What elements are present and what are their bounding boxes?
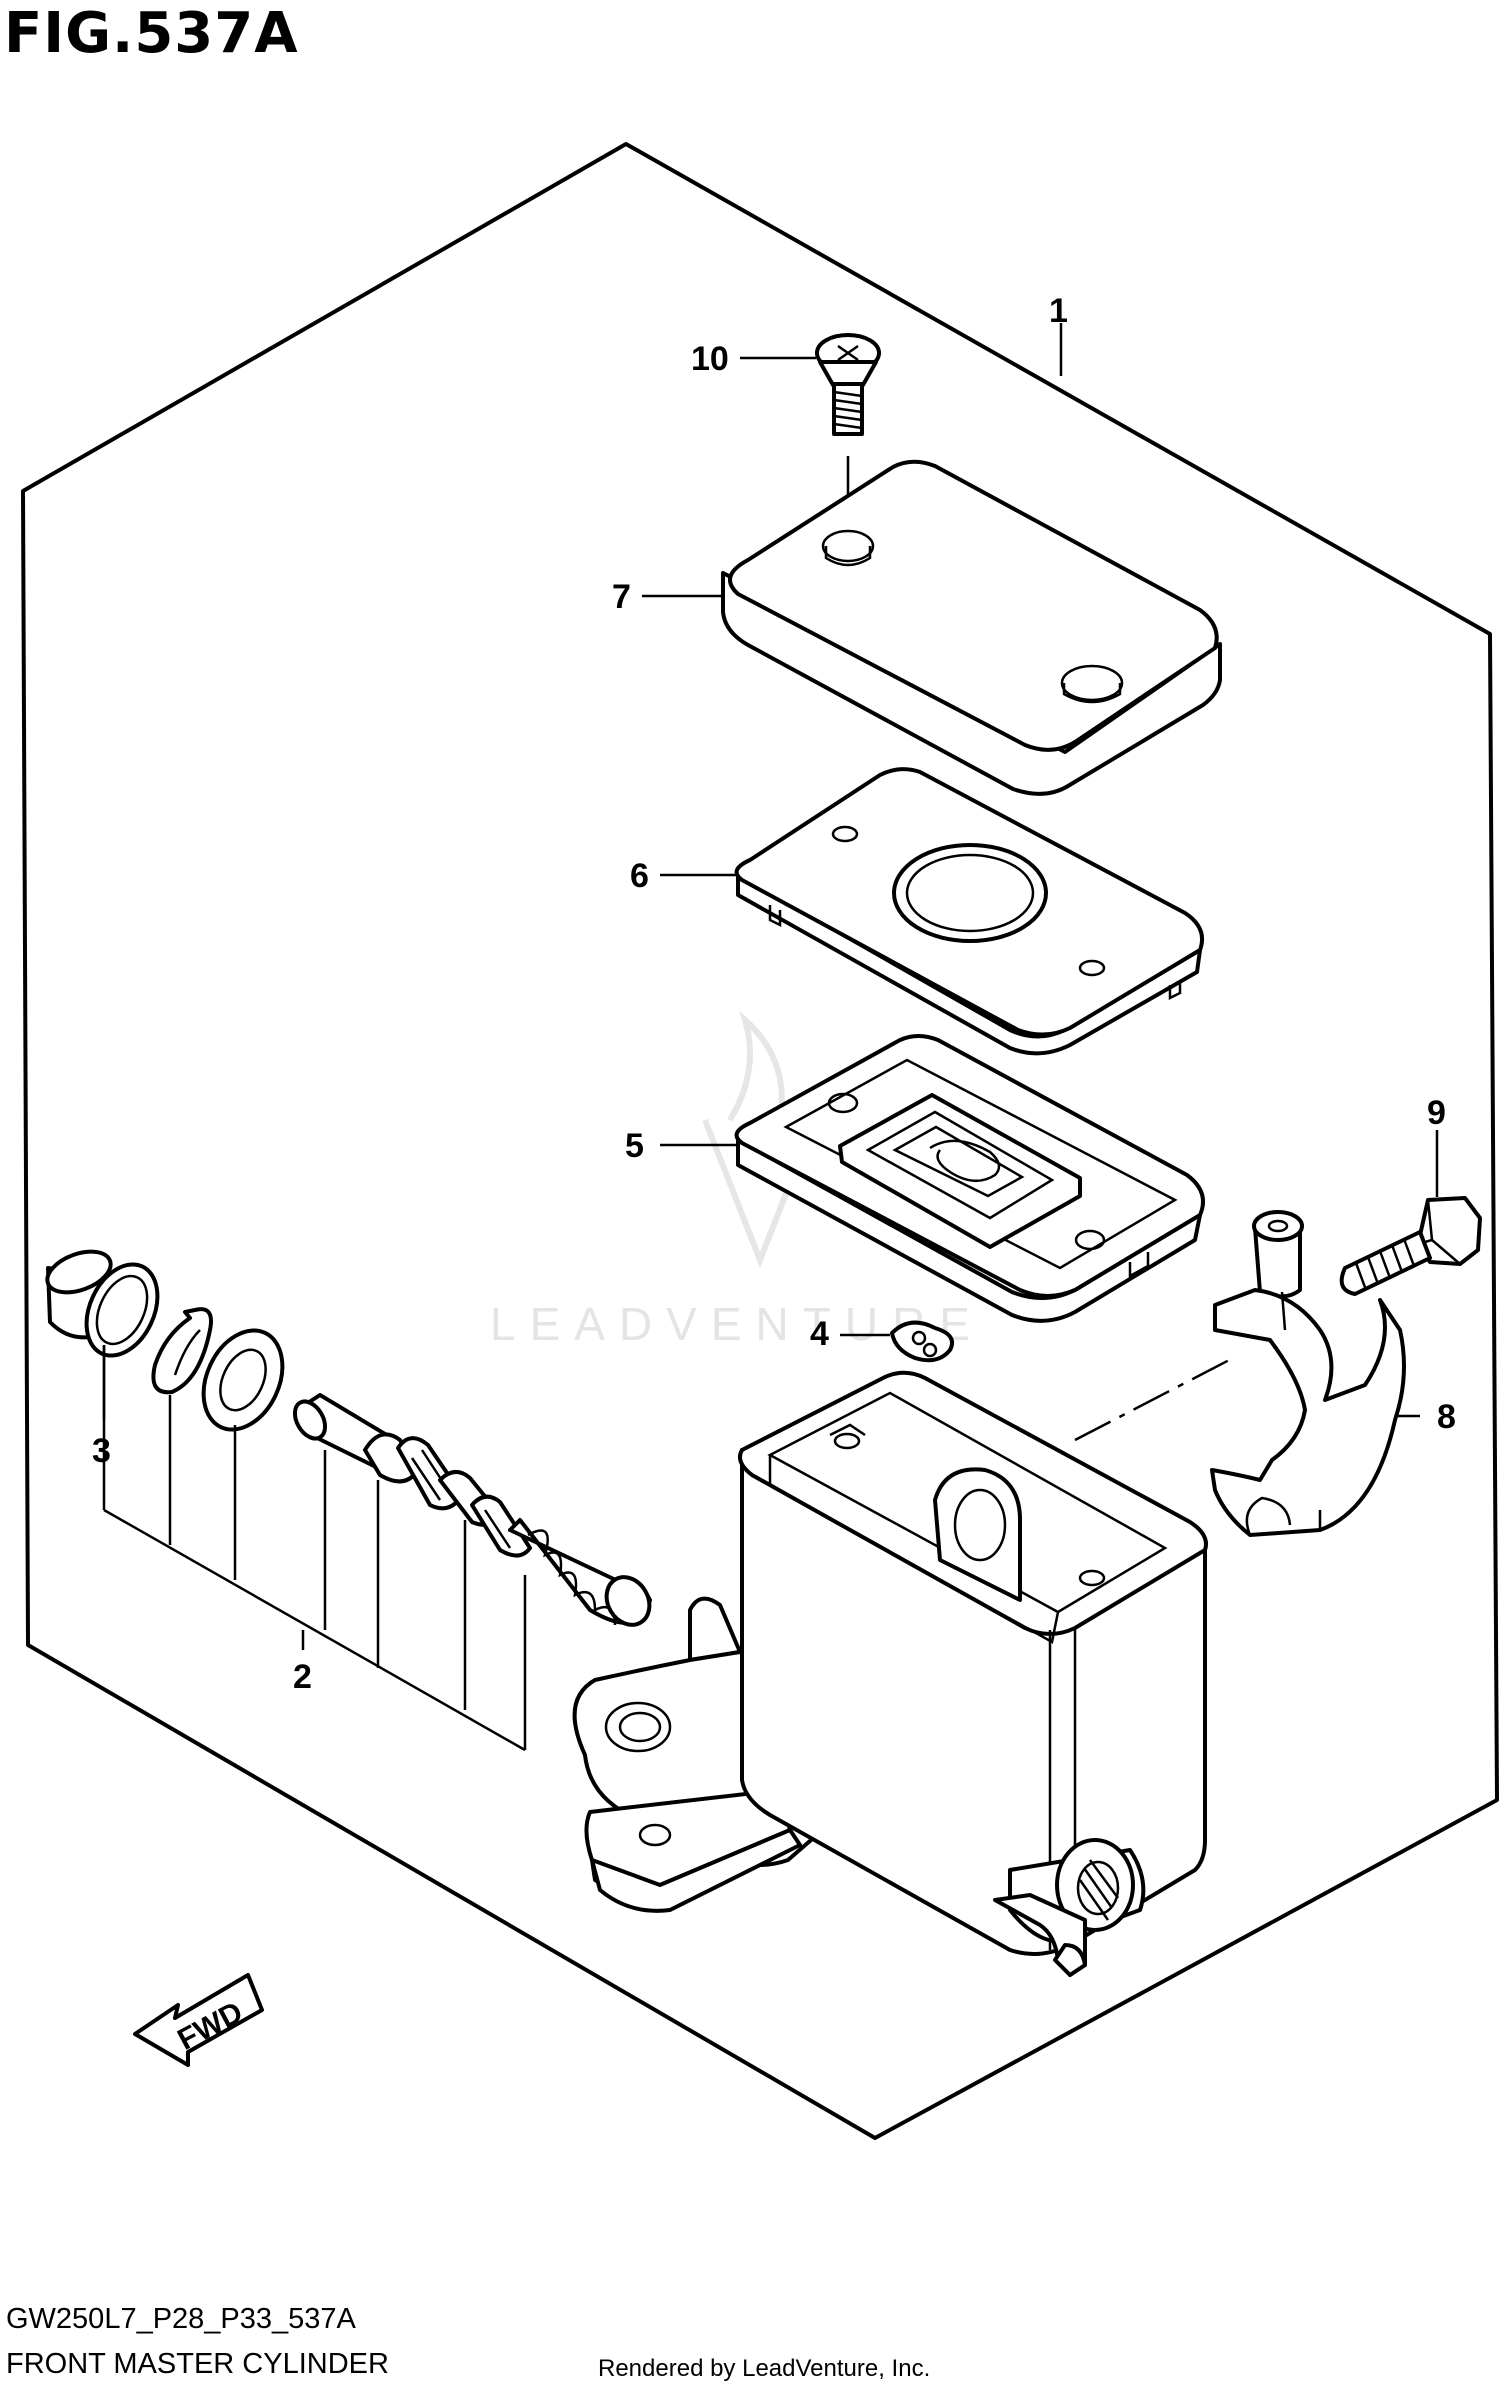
callout-3: 3 [92, 1432, 111, 1470]
master-cylinder-body [572, 1370, 1208, 1977]
part-10-screw [815, 333, 881, 545]
callout-8: 8 [1437, 1398, 1456, 1436]
watermark-text: LEADVENTURE [490, 1298, 984, 1350]
part-9-bolt [1339, 1196, 1482, 1296]
figure-name: FRONT MASTER CYLINDER [6, 2348, 389, 2380]
part-3-boot [45, 1249, 160, 1358]
part-5-diaphragm-plate [734, 1034, 1205, 1323]
callout-2: 2 [293, 1658, 312, 1696]
callout-7: 7 [612, 578, 631, 616]
callout-5: 5 [625, 1127, 644, 1165]
part-6-diaphragm [734, 767, 1205, 1056]
part-3-washer [201, 1328, 285, 1432]
callout-9: 9 [1427, 1094, 1446, 1132]
part-4-clip [890, 1320, 955, 1363]
rendered-by-credit: Rendered by LeadVenture, Inc. [598, 2355, 931, 2382]
figure-title: FIG.537A [4, 1, 299, 66]
part-7-reservoir-cap [721, 459, 1222, 796]
part-8-holder-clamp [1210, 1210, 1406, 1537]
alignment-line-bolt [1074, 1355, 1236, 1442]
part-2-piston-set [292, 1393, 652, 1627]
part-3-circlip [151, 1307, 213, 1395]
callout-6: 6 [630, 857, 649, 895]
callout-1: 1 [1049, 292, 1068, 330]
callout-leaders [102, 323, 1439, 1650]
fwd-direction-arrow: FWD [133, 1973, 264, 2067]
figure-code: GW250L7_P28_P33_537A [6, 2303, 356, 2335]
assembly-boundary [21, 142, 1499, 2140]
callout-10: 10 [691, 340, 729, 378]
callout-4: 4 [810, 1315, 829, 1353]
callout-numbers: 1 2 3 4 5 6 7 8 9 10 [92, 292, 1456, 1696]
bracket-items-2-3 [102, 1345, 527, 1752]
